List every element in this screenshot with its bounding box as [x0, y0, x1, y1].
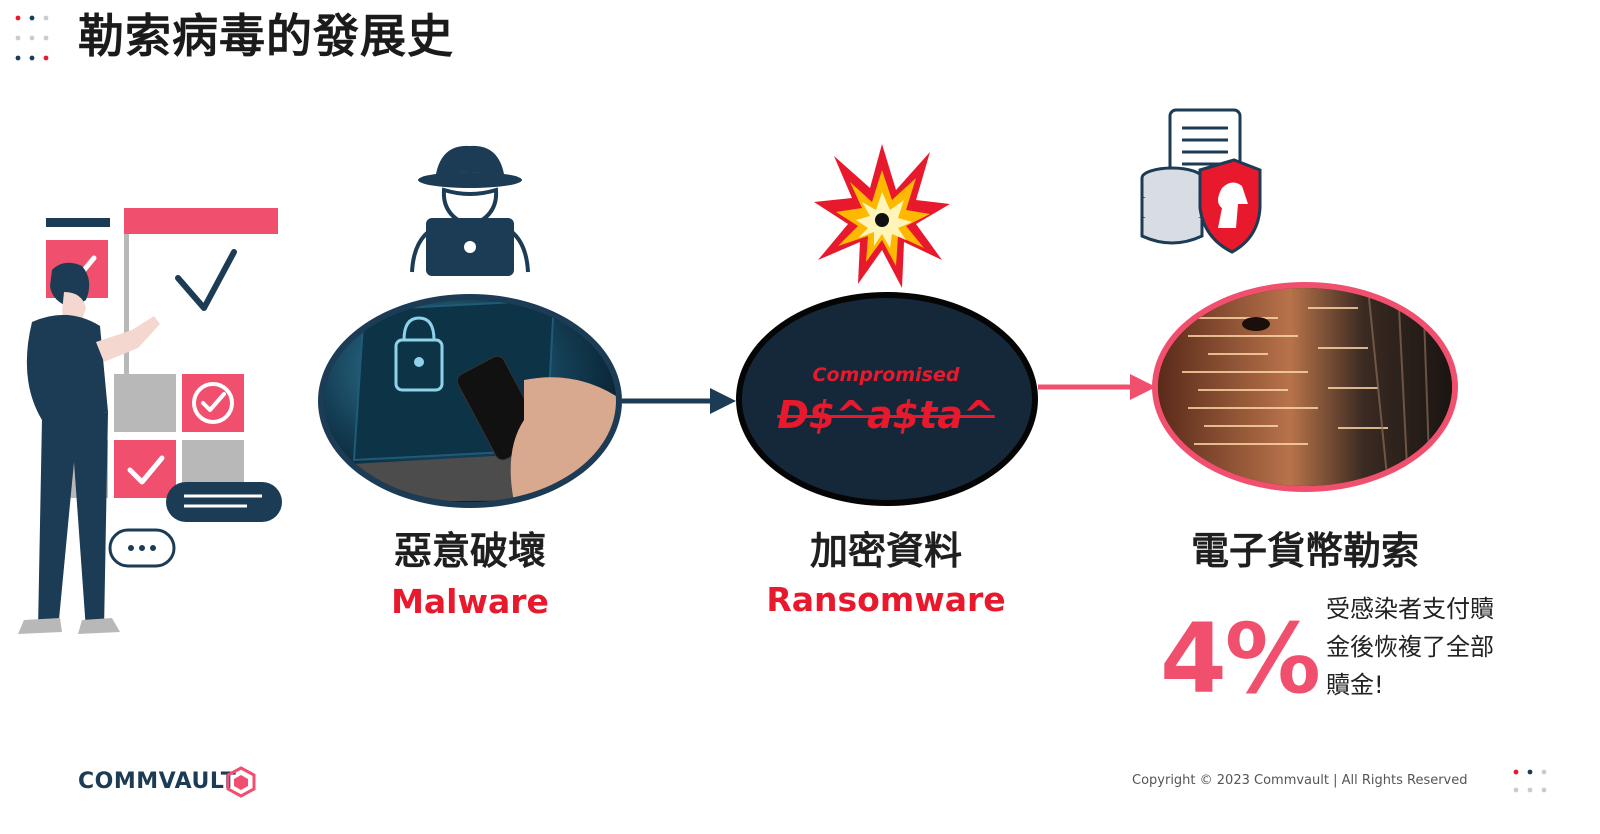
malware-laptop-image	[318, 294, 622, 508]
page-title: 勒索病毒的發展史	[78, 9, 454, 63]
recovery-description: 受感染者支付贖金後恢複了全部贖金!	[1326, 595, 1494, 699]
checklist-person-illustration	[18, 208, 282, 634]
database-shield-icon	[1140, 108, 1262, 254]
ransomware-encrypted-panel	[736, 292, 1038, 506]
stage-name-ransomware: 加密資料	[809, 529, 962, 573]
commvault-logo-text: COMMVAULT	[78, 769, 237, 794]
hacker-icon	[410, 145, 530, 276]
stage-english-ransomware: Ransomware	[766, 580, 1006, 619]
compromised-label: Compromised	[812, 364, 960, 386]
encrypted-data-text: D$^a$ta^	[777, 393, 995, 437]
decorative-dots-icon	[1513, 769, 1547, 793]
stage-name-crypto-extortion: 電子貨幣勒索	[1190, 529, 1419, 573]
stage-name-malware: 惡意破壞	[393, 529, 546, 573]
crypto-extortion-image	[1152, 282, 1458, 492]
stage-english-malware: Malware	[391, 582, 549, 621]
arrow-right-pink-icon	[1038, 374, 1156, 400]
explosion-icon	[814, 144, 950, 288]
recovery-percent: 4%	[1160, 603, 1321, 715]
decorative-dots-icon	[15, 15, 49, 61]
code-face-icon	[1158, 288, 1452, 486]
laptop-lock-icon	[324, 300, 616, 502]
arrow-right-icon	[622, 388, 736, 414]
copyright-text: Copyright © 2023 Commvault | All Rights …	[1132, 773, 1468, 788]
commvault-logo-icon	[226, 766, 256, 798]
